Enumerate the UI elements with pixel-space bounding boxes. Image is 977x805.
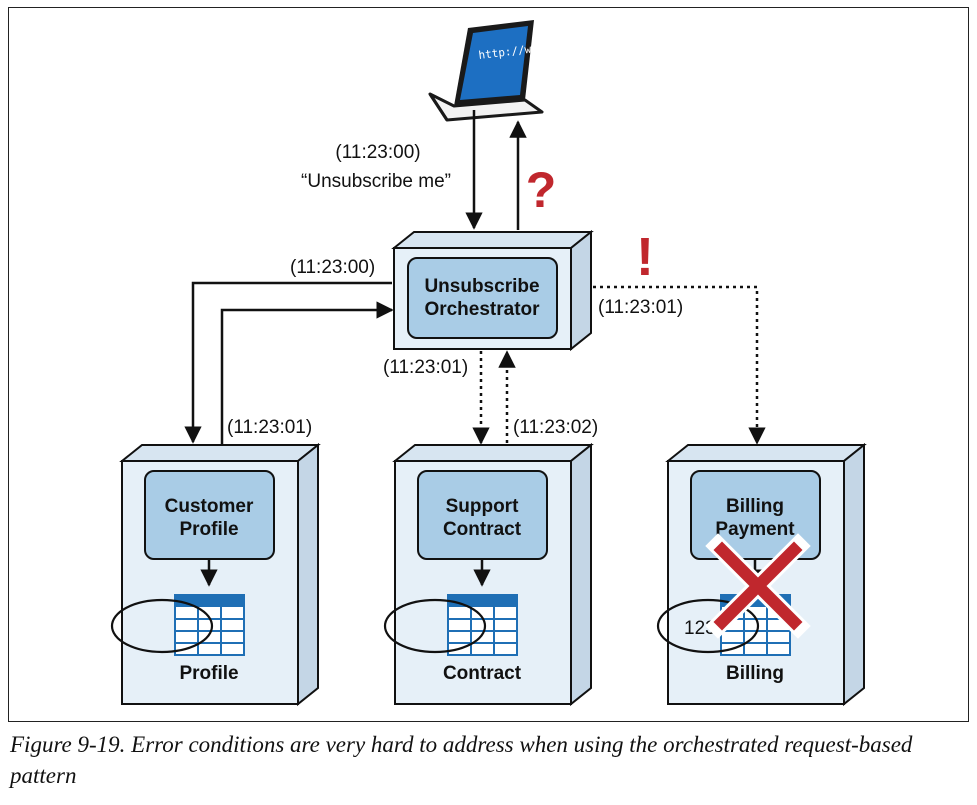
profile-reply-time: (11:23:01) xyxy=(227,417,312,438)
contract-call-time: (11:23:01) xyxy=(383,357,468,378)
profile-call-arrow xyxy=(184,281,392,444)
data-highlight-ellipse xyxy=(383,598,487,654)
service-box xyxy=(690,470,821,560)
orchestrator-service xyxy=(407,257,558,339)
container-top xyxy=(665,444,867,462)
container-side xyxy=(297,442,319,707)
service-name-line1: Customer xyxy=(165,496,254,517)
orchestrator-box: Unsubscribe Orchestrator xyxy=(391,229,594,352)
container-side xyxy=(570,442,592,707)
container-top xyxy=(119,444,321,462)
service-box xyxy=(417,470,548,560)
db-value: 123 xyxy=(684,618,716,639)
service-box xyxy=(144,470,275,560)
profile-call-time: (11:23:00) xyxy=(290,257,375,278)
exclamation-mark: ! xyxy=(636,227,654,287)
request-time-label: (11:23:00) xyxy=(335,142,420,163)
billing-call-arrow xyxy=(593,285,766,445)
figure-caption: Figure 9-19. Error conditions are very h… xyxy=(10,732,913,788)
laptop-icon: http://www xyxy=(428,20,545,122)
data-highlight-ellipse xyxy=(110,598,214,654)
question-mark: ? xyxy=(526,162,557,218)
request-text-label: “Unsubscribe me” xyxy=(301,171,451,192)
db-label: Contract xyxy=(443,663,522,684)
service-name-line2: Payment xyxy=(715,519,795,540)
orchestration-diagram: http://www (11:23:00) “Unsubscribe me” ?… xyxy=(110,20,867,707)
container-side xyxy=(843,442,865,707)
orchestrator-name-line1: Unsubscribe xyxy=(424,276,539,297)
table-icon xyxy=(447,594,518,656)
profile-reply-arrow xyxy=(220,301,394,450)
orchestrator-name-line2: Orchestrator xyxy=(424,299,540,320)
db-label: Profile xyxy=(179,663,238,684)
container-top xyxy=(392,444,594,462)
db-label: Billing xyxy=(726,663,784,684)
service-name-line1: Billing xyxy=(726,496,784,517)
contract-reply-time: (11:23:02) xyxy=(513,417,598,438)
data-highlight-ellipse xyxy=(656,598,760,654)
service-name-line2: Profile xyxy=(179,519,238,540)
service-name-line2: Contract xyxy=(443,519,522,540)
red-x-icon xyxy=(705,533,811,639)
service-containers: CustomerProfileProfileSupportContractCon… xyxy=(110,442,867,707)
service-name-line1: Support xyxy=(446,496,519,517)
billing-call-time: (11:23:01) xyxy=(598,297,683,318)
table-icon xyxy=(174,594,245,656)
